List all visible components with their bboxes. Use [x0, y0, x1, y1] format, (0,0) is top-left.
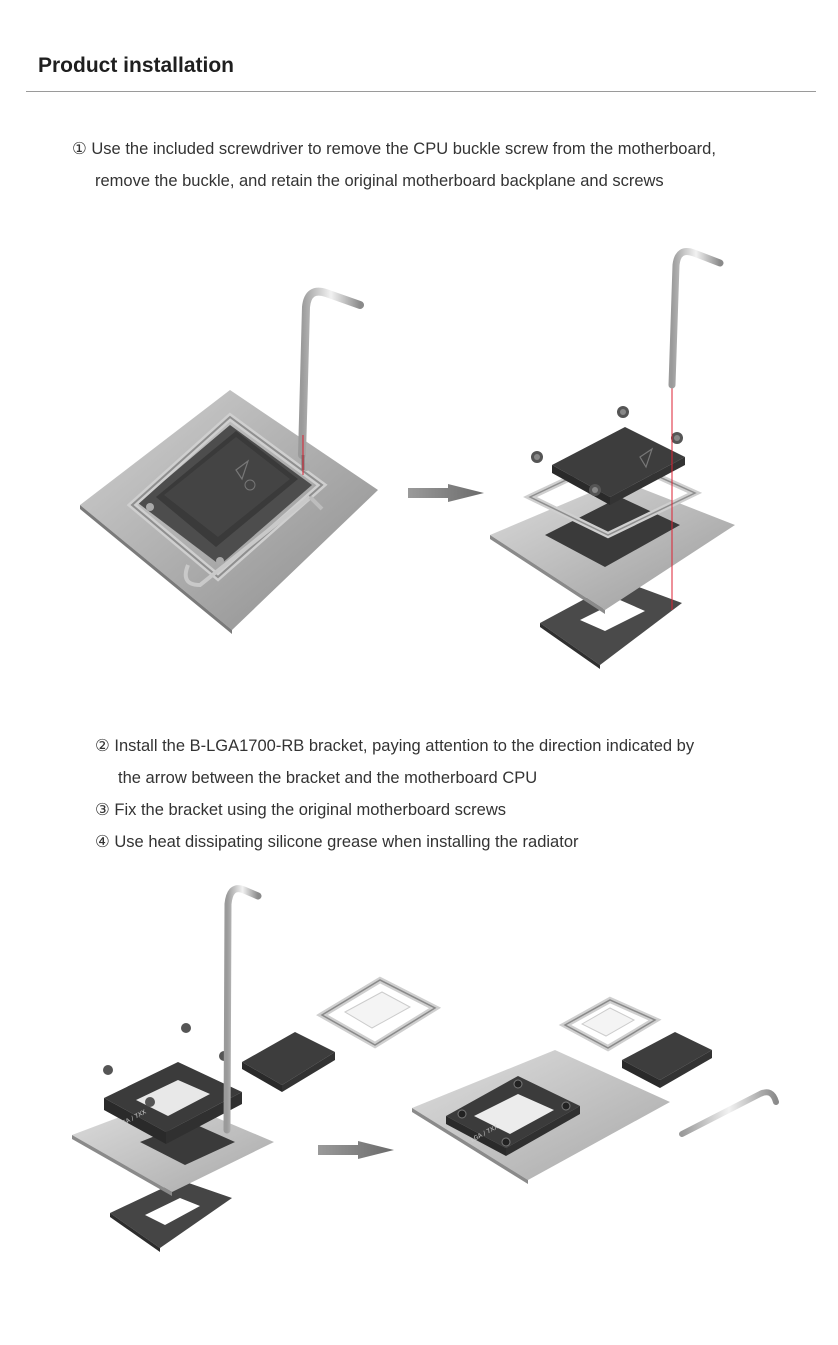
arrow-2 — [318, 1141, 394, 1159]
arrow-1 — [408, 484, 484, 502]
cpu-lid-right — [622, 1032, 712, 1088]
step-4-marker: ④ — [95, 833, 110, 851]
motherboard-left — [80, 390, 378, 634]
page-title: Product installation — [38, 54, 235, 77]
bracket-exploded: LGA / 7XX — [104, 1062, 242, 1144]
step-2: ② Install the B-LGA1700-RB bracket, payi… — [95, 730, 694, 794]
title-divider — [26, 91, 816, 92]
motherboard-right — [490, 385, 735, 669]
backplate-left — [110, 1180, 232, 1252]
step-2-text-cont: the arrow between the bracket and the mo… — [118, 769, 538, 787]
step-1-marker: ① — [72, 140, 87, 158]
screws-left — [103, 1023, 229, 1107]
step-1: ① Use the included screwdriver to remove… — [72, 133, 716, 197]
step-2-text: Install the B-LGA1700-RB bracket, paying… — [114, 737, 695, 755]
step-3: ③ Fix the bracket using the original mot… — [95, 794, 506, 826]
step-1-text-cont: remove the buckle, and retain the origin… — [95, 172, 664, 190]
step-2-marker: ② — [95, 737, 110, 755]
step-3-marker: ③ — [95, 801, 110, 819]
bracket-installed: LGA / 7XX — [446, 1076, 580, 1156]
cpu-lid-left — [242, 1032, 335, 1092]
hex-key-right-2 — [679, 1089, 779, 1137]
hex-key-left-2 — [223, 885, 262, 1134]
step-4-text: Use heat dissipating silicone grease whe… — [114, 833, 579, 851]
step-1-text: Use the included screwdriver to remove t… — [91, 140, 716, 158]
hex-key-left — [298, 287, 364, 475]
figure-remove-buckle — [80, 248, 735, 669]
buckle-left — [316, 976, 442, 1049]
hex-key-right — [668, 248, 724, 389]
step-4: ④ Use heat dissipating silicone grease w… — [95, 826, 579, 858]
buckle-right — [558, 996, 662, 1052]
figure-install-bracket: LGA / 7XX LGA / 7XX — [72, 885, 779, 1252]
step-3-text: Fix the bracket using the original mothe… — [114, 801, 506, 819]
